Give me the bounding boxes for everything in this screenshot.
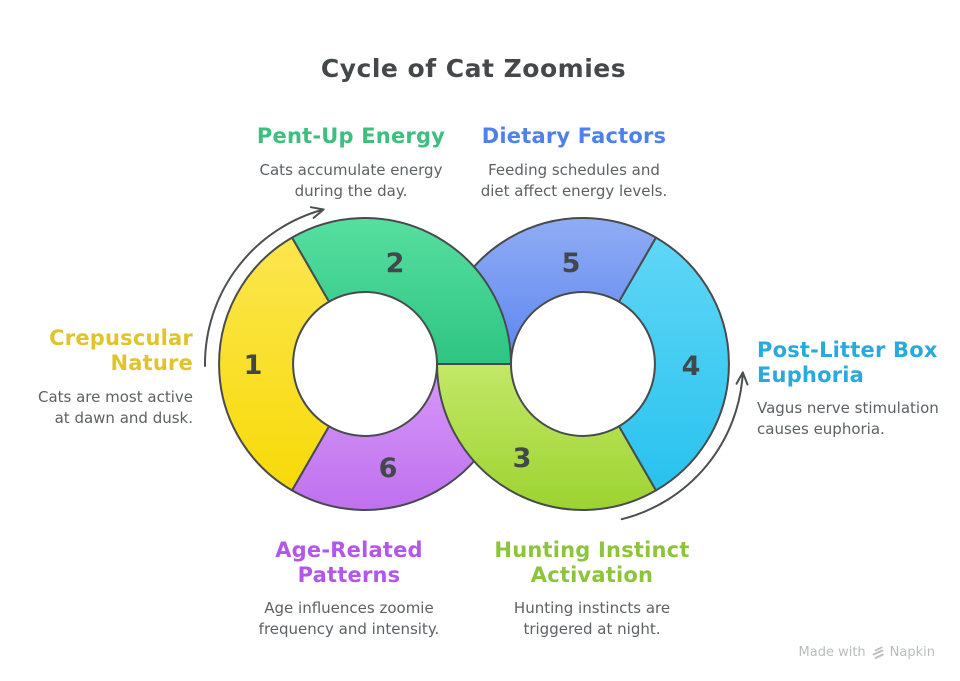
label-block-dietary-factors: Dietary Factors Feeding schedules and di… <box>464 124 684 202</box>
segment-number-6: 6 <box>379 453 398 484</box>
page-title: Cycle of Cat Zoomies <box>320 54 627 83</box>
made-with-napkin-branding: Made with Napkin <box>799 645 935 660</box>
label-block-crepuscular-nature: Crepuscular Nature Cats are most active … <box>8 326 193 429</box>
step-heading-age-related-patterns: Age-Related Patterns <box>275 538 423 587</box>
segment-4-post-litter <box>618 236 730 492</box>
label-block-pent-up-energy: Pent-Up Energy Cats accumulate energy du… <box>241 124 461 202</box>
step-heading-hunting-instinct-activation: Hunting Instinct Activation <box>494 538 690 587</box>
segment-number-2: 2 <box>386 248 405 279</box>
label-block-post-litter-box-euphoria: Post-Litter Box Euphoria Vagus nerve sti… <box>757 338 947 440</box>
segment-number-3: 3 <box>513 443 532 474</box>
segment-number-1: 1 <box>244 350 263 381</box>
flow-arrow-right <box>620 371 749 521</box>
segment-number-4: 4 <box>682 351 701 382</box>
napkin-brand-text: Napkin <box>889 645 935 660</box>
step-description-dietary-factors: Feeding schedules and diet affect energy… <box>480 161 668 200</box>
step-heading-crepuscular-nature: Crepuscular Nature <box>49 326 193 375</box>
step-description-hunting-instinct-activation: Hunting instincts are triggered at night… <box>513 599 671 638</box>
step-heading-dietary-factors: Dietary Factors <box>481 124 667 148</box>
step-description-crepuscular-nature: Cats are most active at dawn and dusk. <box>37 388 193 427</box>
segment-1-crepuscular <box>218 236 330 492</box>
step-description-age-related-patterns: Age influences zoomie frequency and inte… <box>258 599 440 638</box>
step-heading-pent-up-energy: Pent-Up Energy <box>256 124 446 148</box>
label-block-age-related-patterns: Age-Related Patterns Age influences zoom… <box>239 538 459 640</box>
segment-3-hunting <box>436 363 657 511</box>
step-description-post-litter-box-euphoria: Vagus nerve stimulation causes euphoria. <box>757 399 939 438</box>
made-with-text: Made with <box>798 645 866 660</box>
step-heading-post-litter-box-euphoria: Post-Litter Box Euphoria <box>757 338 938 387</box>
label-block-hunting-instinct-activation: Hunting Instinct Activation Hunting inst… <box>482 538 702 640</box>
flow-arrow-left <box>203 206 325 367</box>
step-description-pent-up-energy: Cats accumulate energy during the day. <box>259 161 443 200</box>
napkin-logo-icon <box>872 646 884 659</box>
segment-2-pent-up <box>291 217 512 365</box>
segment-number-5: 5 <box>562 248 581 279</box>
